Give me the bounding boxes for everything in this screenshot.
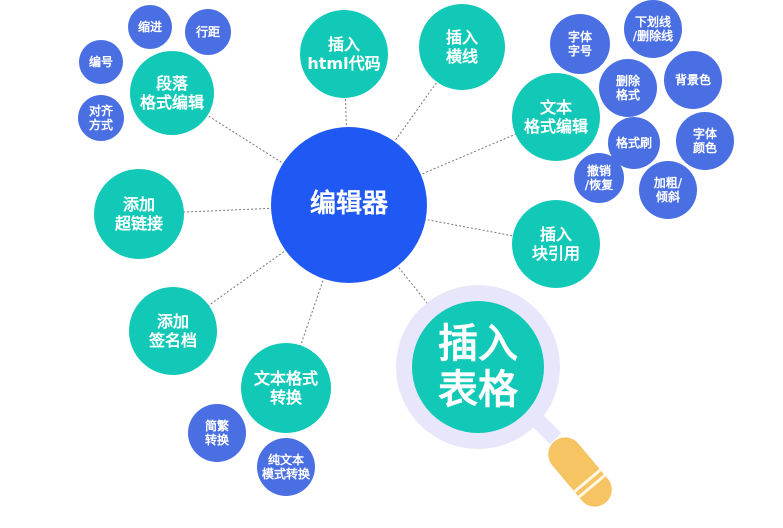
node-editor: 编辑器	[271, 127, 427, 283]
node-label: 转换	[204, 433, 229, 447]
node-underline: 下划线/删除线	[624, 0, 682, 58]
node-label: 超链接	[114, 214, 163, 233]
node-insert-hr: 插入横线	[419, 4, 505, 90]
node-label: 加粗/	[653, 175, 683, 190]
node-indent: 缩进	[128, 5, 172, 49]
node-label: 背景色	[674, 72, 711, 87]
node-simp-trad: 简繁转换	[188, 404, 246, 462]
node-label: /恢复	[584, 178, 614, 192]
node-label: /删除线	[632, 29, 674, 43]
node-label: 块引用	[531, 244, 580, 263]
node-label: 下划线	[634, 14, 671, 29]
node-label: 字体	[567, 29, 592, 44]
node-label: 格式刷	[615, 135, 652, 150]
node-text-format: 文本格式编辑	[512, 73, 600, 161]
node-label: 简繁	[204, 418, 229, 433]
node-label: 字号	[567, 44, 592, 58]
node-label: 段落	[155, 73, 188, 93]
node-label: html代码	[307, 54, 381, 73]
node-bold-italic: 加粗/倾斜	[639, 161, 697, 219]
node-undo-redo: 撤销/恢复	[574, 153, 624, 203]
node-label: 插入	[438, 321, 518, 367]
node-plain-text: 纯文本模式转换	[257, 438, 315, 496]
node-label: 模式转换	[261, 467, 310, 481]
connector-blockquote	[348, 204, 557, 245]
node-label: 插入	[445, 27, 478, 47]
node-label: 文本	[539, 97, 572, 117]
node-label: 插入	[539, 224, 572, 244]
node-clear-format: 删除格式	[599, 59, 657, 117]
node-label: 添加	[122, 194, 155, 214]
node-label: 格式编辑	[523, 117, 588, 136]
node-label: 纯文本	[267, 452, 304, 467]
node-label: 表格	[438, 367, 518, 413]
node-label: 格式	[615, 88, 640, 102]
node-format-convert: 文本格式转换	[241, 343, 331, 433]
node-paragraph-format: 段落格式编辑	[130, 51, 214, 135]
node-alignment: 对齐方式	[78, 95, 124, 141]
node-label: 行距	[195, 24, 220, 39]
node-format-painter: 格式刷	[608, 117, 660, 169]
connector-paragraph-format	[171, 92, 350, 206]
node-label: 转换	[269, 388, 302, 407]
node-label: 插入	[327, 34, 360, 54]
node-label: 编辑器	[309, 189, 388, 220]
node-signature: 添加签名档	[129, 287, 217, 375]
node-label: 字体	[692, 126, 717, 141]
node-insert-table: 插入表格	[412, 301, 544, 433]
connector-add-link	[138, 204, 350, 215]
node-numbering: 编号	[79, 40, 123, 84]
node-label: 横线	[445, 47, 478, 66]
node-add-link: 添加超链接	[94, 169, 184, 259]
node-label: 添加	[156, 311, 189, 331]
node-bg-color: 背景色	[664, 51, 722, 109]
node-font-size: 字体字号	[550, 14, 610, 74]
node-label: 删除	[615, 73, 640, 88]
node-label: 颜色	[692, 141, 717, 155]
node-label: 撤销	[586, 163, 611, 178]
node-label: 文本格式	[253, 368, 318, 388]
node-label: 对齐	[88, 103, 113, 118]
node-label: 签名档	[148, 331, 197, 350]
node-label: 缩进	[137, 19, 162, 34]
node-blockquote: 插入块引用	[512, 200, 600, 288]
node-line-spacing: 行距	[185, 9, 231, 55]
node-label: 方式	[88, 118, 113, 132]
node-label: 编号	[88, 54, 113, 69]
node-font-color: 字体颜色	[676, 112, 734, 170]
node-label: 倾斜	[655, 190, 680, 204]
node-label: 格式编辑	[139, 93, 204, 112]
